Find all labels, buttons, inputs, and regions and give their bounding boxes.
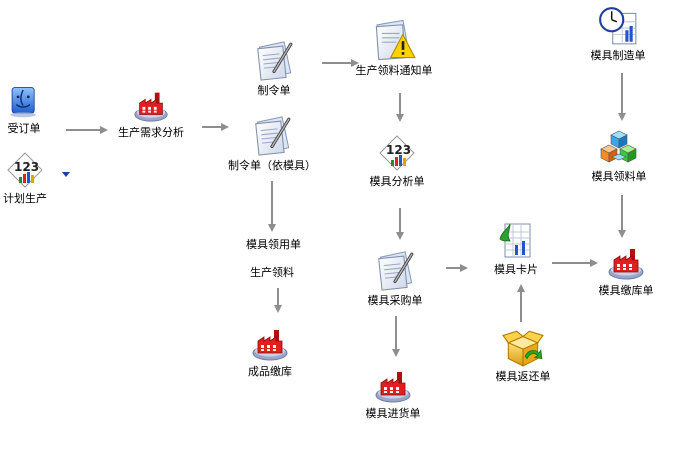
node-work-order-label: 制令单 (257, 84, 291, 97)
calculator-chart-icon (377, 133, 417, 173)
node-mold-return-label: 模具返还单 (495, 370, 551, 383)
spreadsheet-icon (496, 221, 536, 261)
node-mold-purchase-label: 模具采购单 (367, 294, 423, 307)
document-pen-icon (373, 250, 417, 292)
node-notice-label: 生产领料通知单 (355, 64, 433, 77)
node-mold-receive-label: 模具进货单 (365, 407, 421, 420)
node-plan-label: 计划生产 (3, 192, 47, 205)
factory-icon (605, 242, 647, 282)
node-notice[interactable]: 生产领料通知单 (344, 18, 444, 77)
node-mold-analysis[interactable]: 模具分析单 (364, 133, 430, 188)
node-plan[interactable]: 计划生产 (0, 150, 50, 205)
node-mold-return[interactable]: 模具返还单 (491, 326, 555, 383)
node-prod-pick[interactable]: 生产领料 (250, 266, 294, 279)
node-mold-use[interactable]: 模具领用单 (246, 238, 301, 251)
chevron-down-icon[interactable] (62, 172, 70, 178)
calculator-chart-icon (5, 150, 45, 190)
node-order[interactable]: 受订单 (6, 84, 42, 135)
box-arrow-icon (501, 326, 545, 368)
node-mold-receive[interactable]: 模具进货单 (360, 365, 426, 420)
node-mold-pick-label: 模具领料单 (591, 170, 647, 183)
document-warning-icon (371, 18, 417, 62)
document-pen-icon (250, 115, 294, 157)
node-work-order-mold-label: 制令单（依模具） (228, 159, 316, 172)
node-demand[interactable]: 生产需求分析 (110, 86, 192, 139)
cubes-icon (599, 128, 639, 168)
node-mold-make[interactable]: 模具制造单 (585, 5, 651, 62)
node-mold-card[interactable]: 模具卡片 (488, 221, 544, 276)
finder-icon (7, 84, 41, 120)
factory-icon (372, 365, 414, 405)
clock-sheet-icon (597, 5, 639, 47)
node-mold-pick[interactable]: 模具领料单 (586, 128, 652, 183)
node-finished-label: 成品缴库 (248, 365, 292, 378)
node-mold-store[interactable]: 模具缴库单 (593, 242, 659, 297)
node-mold-make-label: 模具制造单 (590, 49, 646, 62)
factory-icon (131, 86, 171, 124)
node-order-label: 受订单 (7, 122, 41, 135)
node-mold-card-label: 模具卡片 (494, 263, 538, 276)
node-work-order[interactable]: 制令单 (248, 40, 300, 97)
node-mold-purchase[interactable]: 模具采购单 (362, 250, 428, 307)
document-pen-icon (252, 40, 296, 82)
node-demand-label: 生产需求分析 (118, 126, 184, 139)
node-mold-store-label: 模具缴库单 (598, 284, 654, 297)
node-finished[interactable]: 成品缴库 (240, 323, 300, 378)
node-mold-analysis-label: 模具分析单 (369, 175, 425, 188)
node-work-order-mold[interactable]: 制令单（依模具） (226, 115, 318, 172)
factory-icon (249, 323, 291, 363)
